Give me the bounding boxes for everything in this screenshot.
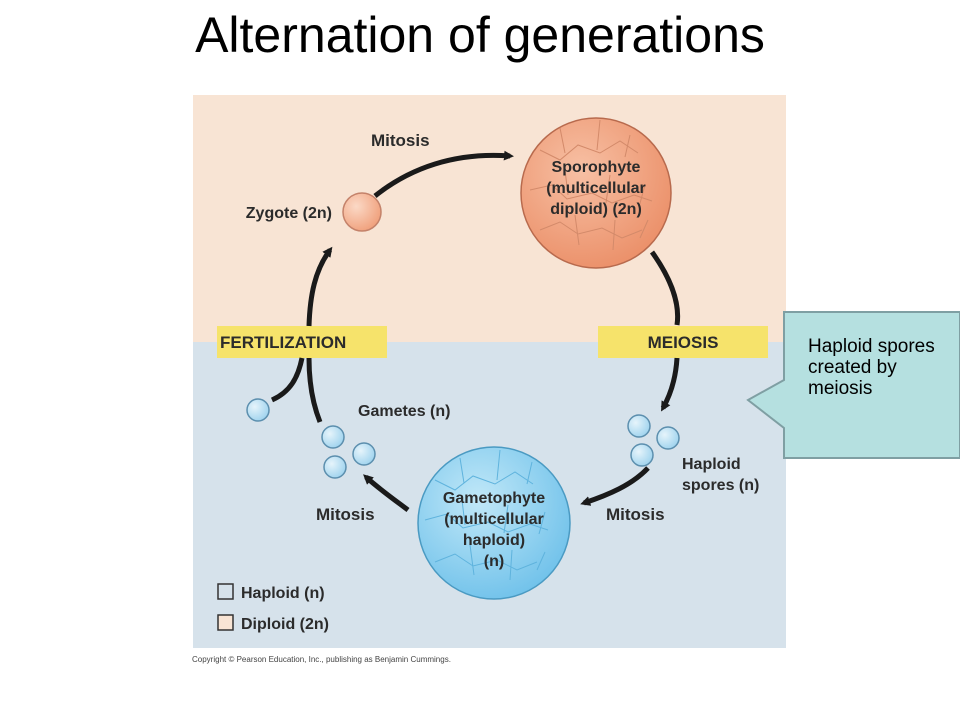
gametes-label: Gametes (n) [358, 403, 450, 420]
arrow-gametophyte-to-gametes [363, 474, 410, 513]
sporophyte-label-line3: diploid) (2n) [550, 201, 642, 218]
haploid-spores-label-line1: Haploid [682, 456, 741, 473]
haploid-spores-label-line2: spores (n) [682, 477, 759, 494]
mitosis-left-label: Mitosis [316, 505, 375, 524]
callout-text: Haploid spores created by meiosis [808, 336, 935, 399]
legend-haploid-label: Haploid (n) [241, 585, 325, 602]
meiosis-label: MEIOSIS [648, 333, 719, 352]
sporophyte-cell [520, 117, 672, 269]
arrow-spores-to-gametophyte [580, 466, 650, 506]
spore [656, 426, 680, 450]
zygote-cell [342, 192, 382, 232]
gametophyte-label-line2: (multicellular [444, 511, 544, 528]
callout-box [746, 311, 960, 459]
arrow-zygote-to-sporophyte [373, 150, 514, 198]
spore [627, 414, 651, 438]
gametophyte-cell [417, 446, 571, 600]
legend-diploid-swatch [217, 614, 234, 631]
gamete-single [246, 398, 270, 422]
legend-diploid-label: Diploid (2n) [241, 616, 329, 633]
gamete [321, 425, 345, 449]
gametophyte-label-line4: (n) [484, 553, 504, 570]
sporophyte-label-line1: Sporophyte [552, 159, 641, 176]
mitosis-top-label: Mitosis [371, 131, 430, 150]
sporophyte-label-line2: (multicellular [546, 180, 646, 197]
arrow-meiosis-to-spores [660, 357, 680, 412]
fertilization-band [217, 326, 387, 358]
gamete [352, 442, 376, 466]
arrow-sporophyte-to-meiosis [649, 250, 681, 326]
fertilization-label: FERTILIZATION [220, 333, 346, 352]
arrow-gamete-to-fertilization [270, 357, 305, 403]
gametophyte-label-line3: haploid) [463, 532, 525, 549]
spore [630, 443, 654, 467]
gametophyte-label-line1: Gametophyte [443, 490, 545, 507]
copyright-text: Copyright © Pearson Education, Inc., pub… [192, 655, 451, 664]
gamete [323, 455, 347, 479]
arrow-fertilization-to-zygote [306, 246, 333, 327]
mitosis-right-label: Mitosis [606, 505, 665, 524]
diploid-background [193, 95, 786, 342]
slide-title: Alternation of generations [195, 7, 765, 63]
meiosis-band [598, 326, 768, 358]
zygote-label: Zygote (2n) [246, 205, 332, 222]
arrow-gametes-to-fertilization [306, 357, 323, 423]
legend-haploid-swatch [217, 583, 234, 600]
